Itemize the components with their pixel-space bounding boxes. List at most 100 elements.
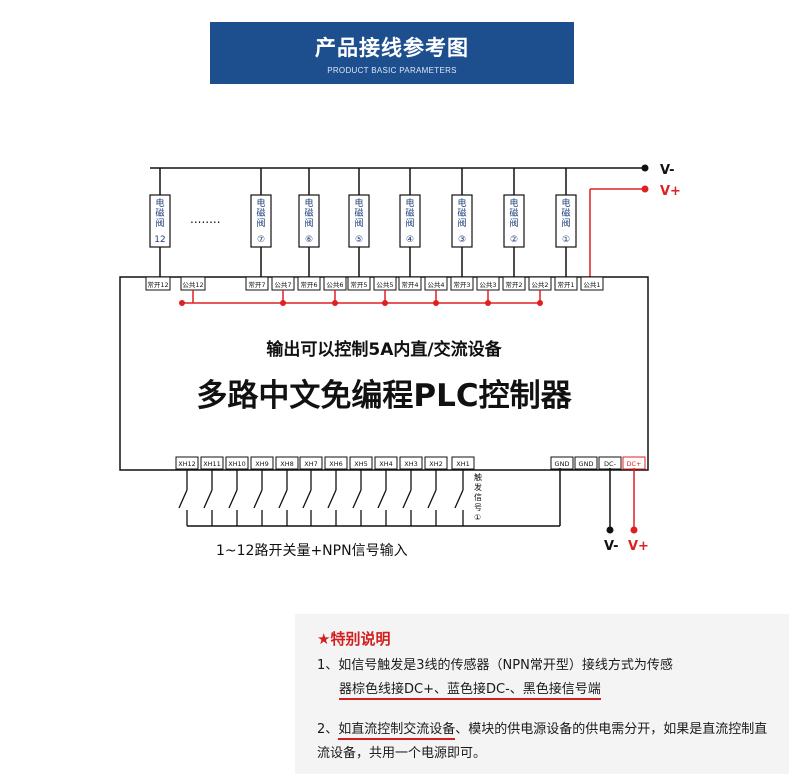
input-terminal-label: XH3 (404, 460, 417, 468)
dc-plus-node (630, 526, 638, 534)
top-terminal-label: 常开1 (557, 280, 574, 289)
common-bus-junctions (179, 290, 543, 306)
dc-minus-node (606, 526, 614, 534)
top-terminal-label: 公共1 (583, 280, 600, 289)
valve-label-char: 磁 (354, 207, 363, 219)
bus-junction-dot (433, 300, 439, 306)
bus-junction-dot (179, 300, 185, 306)
v-minus-top-label: V- (660, 163, 675, 178)
valve-label-char: 阀 (155, 218, 164, 229)
valve-label-char: 磁 (405, 207, 414, 219)
v-minus-bottom-label: V- (604, 539, 619, 554)
top-terminal-label: 常开6 (300, 280, 317, 289)
valve-number: ⑤ (355, 235, 363, 245)
valve-label-char: 电 (457, 197, 466, 209)
switch-contact (178, 489, 188, 509)
note-item-2: 2、如直流控制交流设备、模块的供电源设备的供电需分开，如果是直流控制直流设备，共… (317, 718, 777, 766)
top-terminal (347, 276, 371, 291)
solenoid-valve (298, 194, 320, 248)
input-terminal-label: XH2 (429, 460, 442, 468)
v-plus-node (641, 185, 649, 193)
switch-contact (253, 489, 263, 509)
valve-label-char: 电 (405, 197, 414, 209)
wiring-diagram: V- V+ 电磁阀12电磁阀⑦电磁阀⑥电磁阀⑤电磁阀④电磁阀③电磁阀②电磁阀① … (119, 163, 681, 559)
valve-number: 12 (154, 235, 165, 245)
valve-label-char: 电 (155, 197, 164, 209)
input-terminal-label: XH5 (354, 460, 367, 468)
valve-number: ② (510, 235, 518, 245)
solenoid-valve (503, 194, 525, 248)
input-terminal-label: XH6 (329, 460, 342, 468)
switch-contact (352, 489, 362, 509)
valve-number: ⑥ (305, 235, 313, 245)
input-terminal-label: XH11 (203, 460, 221, 468)
special-notes-panel: ★特别说明 1、如信号触发是3线的传感器（NPN常开型）接线方式为传感 器棕色线… (295, 614, 789, 774)
switch-contact (203, 489, 213, 509)
power-terminal-label: GND (579, 460, 594, 468)
switch-contact (302, 489, 312, 509)
switch-contact (377, 489, 387, 509)
valve-label-char: 电 (304, 197, 313, 209)
note-item-1: 1、如信号触发是3线的传感器（NPN常开型）接线方式为传感 器棕色线接DC+、蓝… (317, 654, 777, 702)
valve-label-char: 电 (256, 197, 265, 209)
valve-label-char: 阀 (561, 218, 570, 229)
note-1-underlined: 器棕色线接DC+、蓝色接DC-、黑色接信号端 (339, 682, 601, 700)
controller-box (119, 276, 649, 471)
top-terminal-label: 常开5 (350, 280, 367, 289)
note-2-text: 、模块的供电源设备的供电需分开，如果是直流控制直流设备，共用一个电源即可。 (317, 722, 768, 761)
switch-contact (402, 489, 412, 509)
valve-label-char: 电 (561, 197, 570, 209)
note-1-text: 1、如信号触发是3线的传感器（NPN常开型）接线方式为传感 (317, 658, 673, 673)
top-terminal (450, 276, 474, 291)
valve-label-char: 阀 (405, 218, 414, 229)
power-terminal (550, 456, 574, 470)
switch-contact (278, 489, 288, 509)
top-terminal (502, 276, 526, 291)
power-terminal-label: DC+ (627, 460, 642, 468)
valve-label-char: 磁 (457, 207, 466, 219)
top-terminal (245, 276, 269, 291)
top-terminal-label: 常开12 (147, 280, 168, 289)
v-plus-top-label: V+ (660, 184, 681, 199)
bus-junction-dot (382, 300, 388, 306)
switch-contact (454, 489, 464, 509)
top-terminal-label: 公共6 (326, 280, 343, 289)
top-terminal-label: 常开7 (248, 280, 265, 289)
note-2-underlined: 如直流控制交流设备 (338, 722, 456, 740)
top-terminal-label: 公共12 (182, 280, 203, 289)
valve-label-char: 阀 (304, 218, 313, 229)
input-terminal-label: XH4 (379, 460, 392, 468)
input-terminal-label: XH1 (456, 460, 469, 468)
top-terminal (145, 276, 171, 291)
main-title: 多路中文免编程PLC控制器 (196, 378, 572, 414)
top-terminal (297, 276, 321, 291)
top-terminal (398, 276, 422, 291)
valve-label-char: 阀 (509, 218, 518, 229)
top-terminal-label: 公共4 (427, 280, 444, 289)
solenoid-valve (348, 194, 370, 248)
bus-junction-dot (280, 300, 286, 306)
input-terminal-label: XH8 (280, 460, 293, 468)
valve-number: ⑦ (257, 235, 265, 245)
input-caption: 1~12路开关量+NPN信号输入 (216, 543, 408, 559)
power-terminal-label: GND (555, 460, 570, 468)
banner-title: 产品接线参考图 (315, 36, 469, 60)
valve-label-char: 电 (354, 197, 363, 209)
valve-label-char: 磁 (561, 207, 570, 219)
top-terminal (580, 276, 604, 291)
top-terminal-label: 公共5 (376, 280, 393, 289)
top-terminal-label: 公共2 (531, 280, 548, 289)
headline-text: 输出可以控制5A内直/交流设备 (266, 339, 502, 360)
solenoid-valve (451, 194, 473, 248)
valve-label-char: 磁 (155, 207, 164, 219)
top-terminal-label: 公共7 (274, 280, 291, 289)
banner-subtitle: PRODUCT BASIC PARAMETERS (327, 66, 457, 75)
v-plus-bottom-label: V+ (628, 539, 649, 554)
solenoid-valve (149, 194, 171, 248)
power-terminal-label: DC- (604, 460, 617, 468)
switch-contact (427, 489, 437, 509)
notes-title: ★特别说明 (317, 630, 391, 648)
